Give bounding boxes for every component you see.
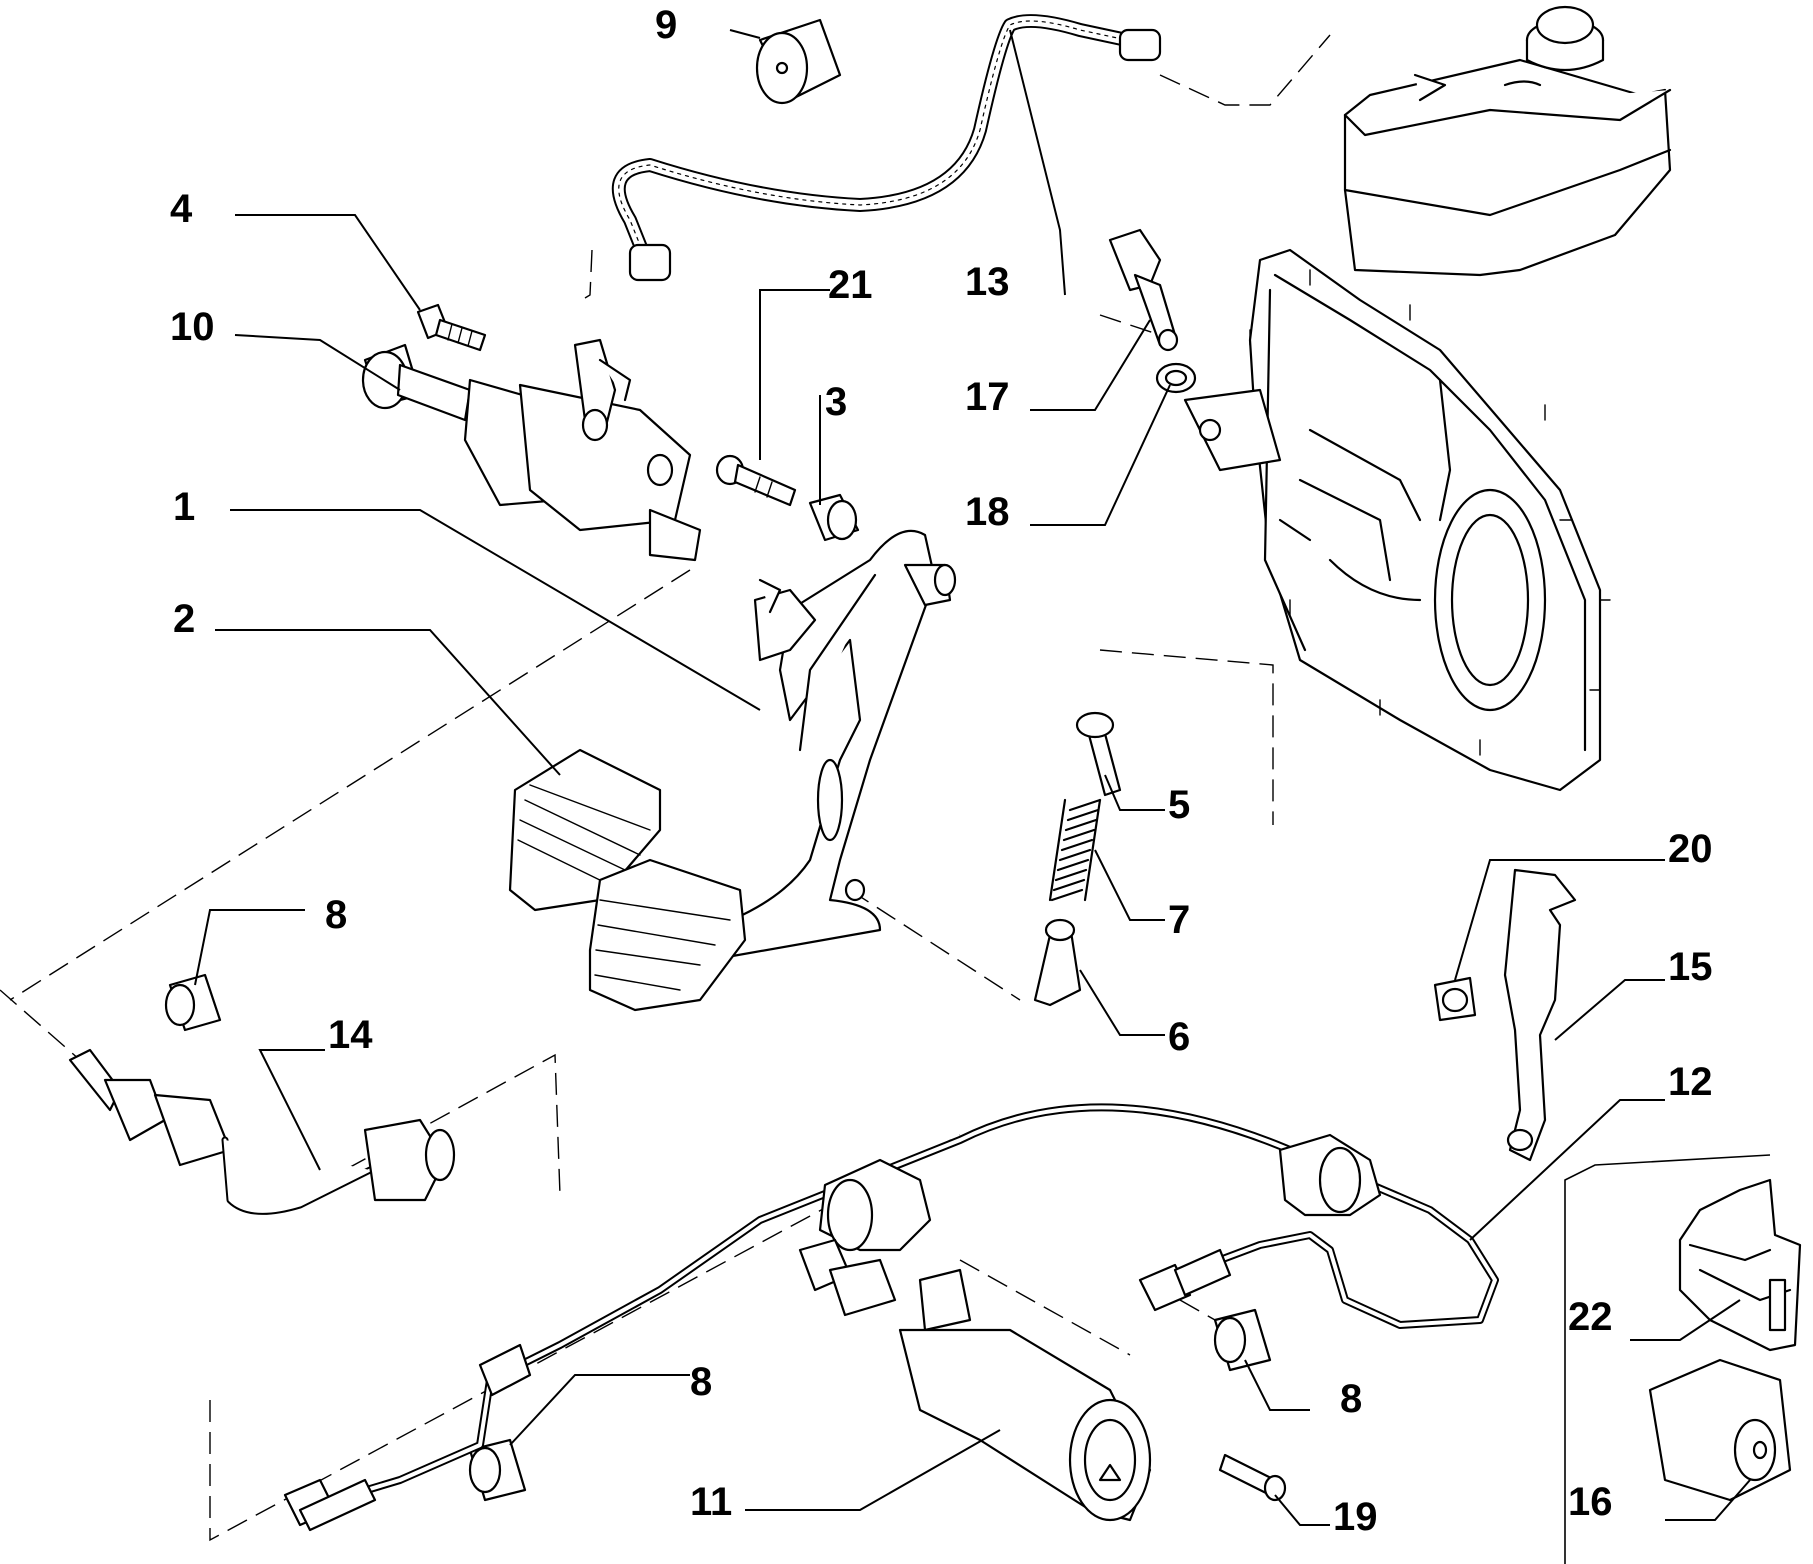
callout-16: 16 xyxy=(1568,1480,1613,1524)
line-12-fitting-right xyxy=(1138,1248,1232,1312)
callout-5: 5 xyxy=(1168,783,1190,827)
callout-12: 12 xyxy=(1668,1060,1713,1104)
sleeve-6 xyxy=(1033,918,1082,1007)
callout-6: 6 xyxy=(1168,1015,1190,1059)
spring-7 xyxy=(1048,798,1102,902)
callout-3: 3 xyxy=(825,380,847,424)
callout-7: 7 xyxy=(1168,898,1190,942)
pin-5 xyxy=(1075,711,1122,797)
callout-21: 21 xyxy=(828,263,873,307)
clip-15 xyxy=(1503,868,1577,1162)
rubber-cap xyxy=(755,18,842,105)
bush-3 xyxy=(808,493,860,542)
leader-lines xyxy=(194,29,1751,1526)
callout-8-left: 8 xyxy=(325,893,347,937)
inset-frame-22-16 xyxy=(1564,1154,1771,1564)
callout-18: 18 xyxy=(965,490,1010,534)
callout-9: 9 xyxy=(655,3,677,47)
bolt-21 xyxy=(715,454,797,507)
pedal-switch xyxy=(1108,228,1179,352)
grommet-8-bottom xyxy=(468,1438,527,1502)
hose-14 xyxy=(68,1048,456,1215)
grommet-8-left xyxy=(164,973,222,1032)
callout-labels: 9 4 10 21 3 1 2 13 17 18 5 7 6 20 15 8 1… xyxy=(170,3,1713,1539)
callout-10: 10 xyxy=(170,305,215,349)
line-12-boot-right xyxy=(1278,1133,1382,1217)
pedal-bracket xyxy=(1183,248,1611,792)
callout-8-bottom: 8 xyxy=(690,1360,712,1404)
callout-14: 14 xyxy=(328,1013,373,1057)
pedal-assembly xyxy=(703,529,957,962)
callout-20: 20 xyxy=(1668,827,1713,871)
callout-11: 11 xyxy=(690,1480,732,1524)
fluid-reservoir xyxy=(1343,5,1672,277)
callout-8-middle: 8 xyxy=(1340,1377,1362,1421)
clip-16 xyxy=(1648,1358,1792,1502)
callout-2: 2 xyxy=(173,597,195,641)
callout-13: 13 xyxy=(965,260,1010,304)
pedal-pad-lower xyxy=(588,858,747,1012)
nut-20 xyxy=(1433,976,1477,1022)
clip-22 xyxy=(1678,1178,1802,1352)
bolt-19 xyxy=(1218,1453,1287,1502)
callout-17: 17 xyxy=(965,375,1010,419)
callout-4: 4 xyxy=(170,187,193,231)
callout-22: 22 xyxy=(1568,1295,1613,1339)
seal-ring xyxy=(1155,362,1197,394)
master-cylinder xyxy=(361,338,702,562)
slave-cylinder xyxy=(798,1238,1152,1522)
line-12-boot-left xyxy=(818,1158,932,1252)
callout-1: 1 xyxy=(173,485,195,529)
bolt-4 xyxy=(416,303,487,352)
grommet-8-middle xyxy=(1213,1308,1272,1372)
callout-15: 15 xyxy=(1668,945,1713,989)
line-12-fitting-left xyxy=(283,1343,532,1532)
callout-19: 19 xyxy=(1333,1495,1378,1539)
hydraulic-pipe-13 xyxy=(611,14,1162,282)
